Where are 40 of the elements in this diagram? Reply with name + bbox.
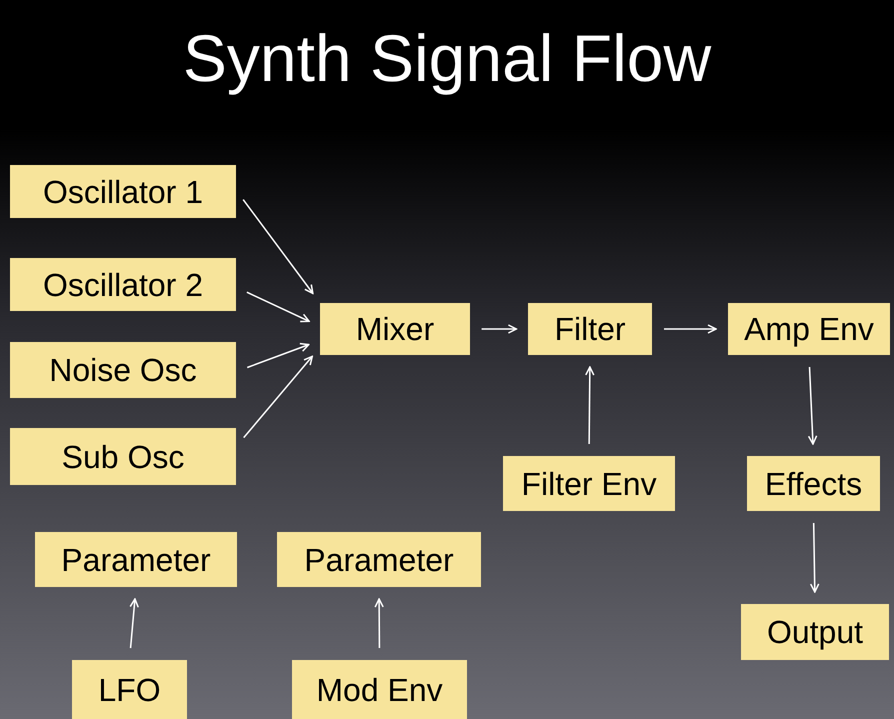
box-label: Sub Osc (62, 438, 184, 476)
process-box (747, 456, 880, 511)
process-box (35, 532, 237, 587)
title: Synth Signal Flow (182, 20, 712, 97)
box-label: Filter (554, 310, 626, 348)
process-box (10, 428, 236, 485)
box-label: Effects (764, 464, 862, 502)
arrow (585, 366, 595, 444)
process-box (10, 165, 236, 218)
box-label: Oscillator 2 (42, 266, 204, 304)
process-box (292, 660, 467, 719)
process-box (10, 342, 236, 398)
box-label: Filter Env (521, 464, 657, 502)
arrow (810, 522, 820, 593)
arrow (664, 324, 717, 334)
arrow (374, 598, 384, 648)
process-box (528, 303, 652, 355)
process-box (741, 604, 889, 660)
arrow (243, 356, 314, 438)
arrow (130, 598, 139, 648)
process-box (277, 532, 481, 587)
arrow (808, 366, 818, 445)
process-box (10, 258, 236, 311)
box-label: Output (766, 613, 864, 651)
box-label: Mod Env (316, 670, 443, 708)
arrow (242, 199, 314, 294)
box-label: Parameter (61, 540, 211, 578)
box-label: Oscillator 1 (42, 172, 204, 210)
process-box (503, 456, 675, 511)
box-label: Noise Osc (49, 351, 197, 389)
box-label: Parameter (304, 540, 454, 578)
box-label: Amp Env (744, 310, 874, 348)
process-box (72, 660, 187, 719)
arrow (246, 292, 310, 322)
process-box (728, 303, 890, 355)
arrow (246, 342, 310, 368)
arrow (482, 324, 518, 334)
box-label: Mixer (356, 310, 434, 348)
box-label: LFO (98, 670, 161, 708)
process-box (320, 303, 470, 355)
